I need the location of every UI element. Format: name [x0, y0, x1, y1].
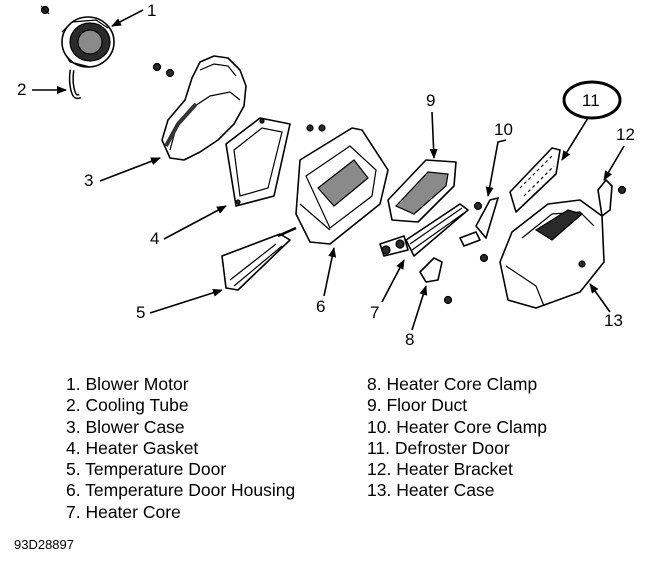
leader-4 [163, 205, 227, 240]
leader-3 [99, 157, 161, 182]
legend-item: 6. Temperature Door Housing [66, 480, 296, 501]
leader-11 [561, 117, 589, 161]
legend-item: 12. Heater Bracket [367, 459, 513, 480]
blower-case-part [152, 55, 247, 161]
legend-item: 5. Temperature Door [66, 459, 227, 480]
callout-3: 3 [84, 171, 93, 190]
floor-duct-part [387, 159, 457, 223]
callout-12: 12 [616, 125, 635, 144]
figure-id: 93D28897 [14, 537, 74, 552]
leader-6 [323, 247, 337, 297]
callout-11-circle [562, 80, 622, 120]
leader-13 [589, 283, 611, 313]
callout-10: 10 [494, 120, 513, 139]
legend-item: 7. Heater Core [66, 501, 181, 522]
legend-item: 2. Cooling Tube [66, 395, 189, 416]
cooling-tube-part [68, 69, 82, 100]
legend-item: 11. Defroster Door [367, 437, 510, 458]
legend-item: 10. Heater Core Clamp [367, 416, 547, 437]
callout-5: 5 [136, 303, 145, 322]
legend-item: 1. Blower Motor [66, 374, 189, 394]
leader-7 [381, 259, 405, 303]
callout-7: 7 [370, 303, 379, 322]
heater-core-part [379, 203, 469, 257]
legend-item: 13. Heater Case [367, 480, 495, 501]
callout-11: 11 [582, 91, 600, 110]
leader-1 [111, 9, 144, 27]
heater-core-clamp-upper-part [459, 197, 499, 263]
callout-1: 1 [147, 1, 156, 20]
leader-9 [429, 111, 438, 159]
legend-item: 9. Floor Duct [367, 395, 468, 416]
legend-right-column: 8. Heater Core Clamp 9. Floor Duct 10. H… [367, 374, 547, 502]
leader-10 [485, 139, 507, 197]
callout-4: 4 [150, 229, 159, 248]
heater-case-part [499, 199, 605, 309]
heater-core-clamp-lower-part [419, 257, 453, 305]
legend-left-column: 1. Blower Motor 2. Cooling Tube 3. Blowe… [66, 374, 295, 523]
temperature-door-part [221, 226, 297, 291]
callout-8: 8 [405, 330, 414, 349]
heater-gasket-part [225, 117, 291, 207]
legend-item: 3. Blower Case [66, 416, 185, 437]
legend-item: 4. Heater Gasket [66, 437, 199, 458]
leader-5 [149, 288, 223, 314]
leader-12 [603, 145, 625, 181]
callout-13: 13 [604, 311, 623, 330]
defroster-door-part [509, 147, 561, 213]
blower-motor-part [40, 5, 115, 68]
heater-bracket-part [597, 179, 627, 217]
leader-8 [411, 285, 428, 331]
temperature-door-housing-part [295, 124, 389, 245]
callout-2: 2 [17, 80, 26, 99]
callout-6: 6 [316, 297, 325, 316]
callout-9: 9 [426, 91, 435, 110]
legend-item: 8. Heater Core Clamp [367, 374, 538, 394]
